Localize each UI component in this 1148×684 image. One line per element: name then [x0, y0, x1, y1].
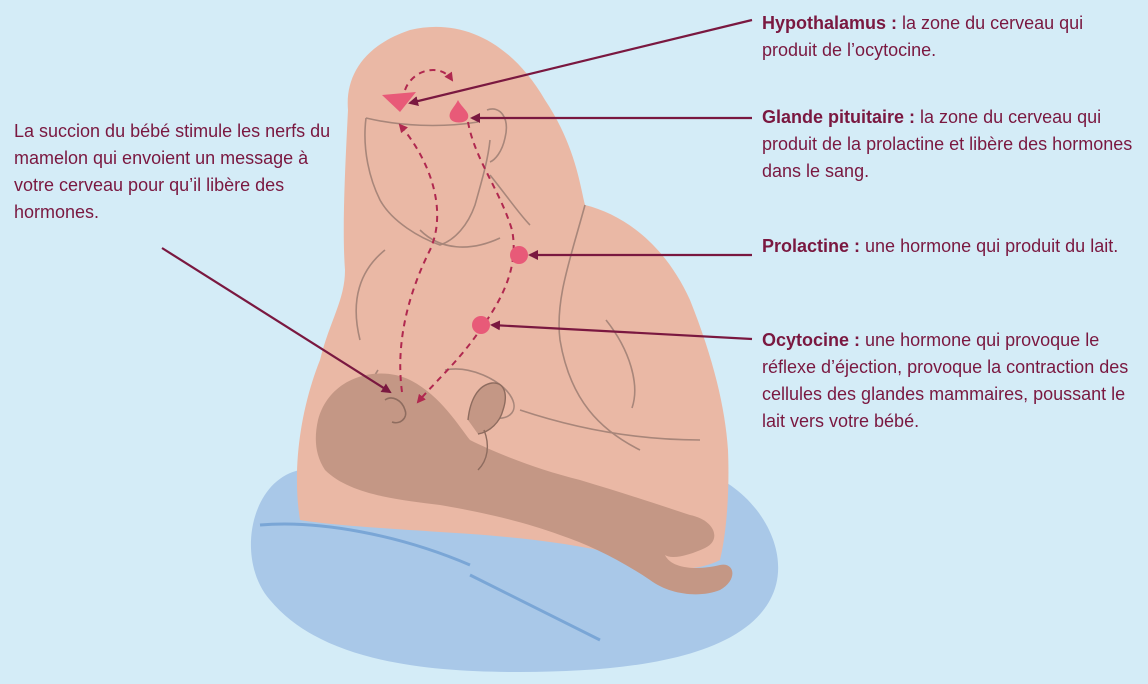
pituitary-title: Glande pituitaire :	[762, 107, 915, 127]
oxytocin-label: Ocytocine : une hormone qui provoque le …	[762, 327, 1146, 435]
oxytocin-marker-icon	[472, 316, 490, 334]
oxytocin-title: Ocytocine :	[762, 330, 860, 350]
prolactin-title: Prolactine :	[762, 236, 860, 256]
prolactin-text: une hormone qui produit du lait.	[860, 236, 1118, 256]
hypothalamus-title: Hypothalamus :	[762, 13, 897, 33]
baby-suckling-text: La succion du bébé stimule les nerfs du …	[14, 121, 330, 222]
baby-suckling-label: La succion du bébé stimule les nerfs du …	[14, 118, 334, 226]
pituitary-label: Glande pituitaire : la zone du cerveau q…	[762, 104, 1142, 185]
prolactin-label: Prolactine : une hormone qui produit du …	[762, 233, 1142, 260]
prolactin-marker-icon	[510, 246, 528, 264]
hypothalamus-label: Hypothalamus : la zone du cerveau qui pr…	[762, 10, 1142, 64]
